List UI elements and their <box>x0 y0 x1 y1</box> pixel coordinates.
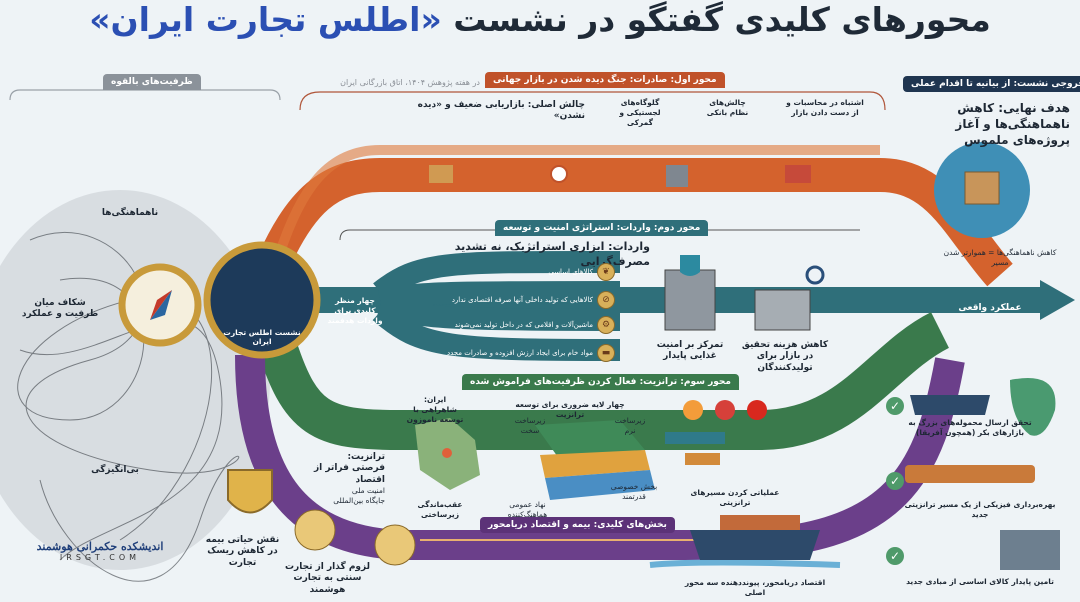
outcome-goal: هدف نهایی: کاهش ناهماهنگی‌ها و آغاز پروژ… <box>955 101 1070 148</box>
truck-icon <box>665 432 725 444</box>
wheat-icon: ❦ <box>597 263 615 281</box>
outcome-equation: کاهش ناهماهنگی‌ها = هموارتر شدن مسیر <box>943 248 1057 267</box>
cargo-ship-icon <box>690 530 820 560</box>
axis3-header: محور سوم: ترانزیت: فعال کردن ظرفیت‌های ف… <box>462 374 739 390</box>
check-icon: ✓ <box>886 545 904 565</box>
operational-routes: عملیاتی کردن مسیرهای ترانزیتی <box>690 488 780 507</box>
anchor-shield-icon <box>227 469 273 514</box>
shield-check-icon <box>680 255 700 276</box>
insurance-caption: نقش حیاتی بیمه در کاهش ریسک تجارت <box>205 535 280 568</box>
axis1-main-challenge: چالش اصلی: بازاریابی ضعیف و «دیده نشدن» <box>417 100 585 122</box>
layer-stack-icon <box>535 420 645 460</box>
prohibited-icon: ⊘ <box>597 291 615 309</box>
fog-cloud <box>0 190 270 570</box>
outcome-header: خروجی نشست: از بیانیه تا اقدام عملی <box>903 76 1080 92</box>
axis1-logistics: گلوگاه‌های لجستیکی و گمرکی <box>619 98 661 127</box>
factory-icon <box>754 289 811 331</box>
computer-icon <box>374 524 416 566</box>
axis1-banking: چالش‌های نظام بانکی <box>706 98 749 117</box>
transit-point-status: جایگاه بین‌المللی <box>333 495 385 505</box>
infrastructure-lag: عقب‌ماندگی زیرساختی <box>417 500 463 519</box>
summit-hall-icon <box>203 241 321 359</box>
label-demotivation: بی‌انگیزگی <box>91 465 139 475</box>
layer-hard: زیرساخت سخت <box>514 416 546 435</box>
result-transit-route: بهره‌برداری فیزیکی از یک مسیر ترانزیتی ج… <box>904 500 1056 519</box>
box-icon <box>964 171 1000 205</box>
maritime-caption: اقتصاد دریامحور، پیونددهنده سه محور اصلی <box>684 578 826 597</box>
transit-box: ترانزیت: فرصتی فراتر از اقتصاد امنیت ملی… <box>300 452 385 505</box>
axis1-miscalculation: اشتباه در محاسبات و از دست دادن بازار <box>786 98 864 117</box>
import-item-machinery: ⚙ماشین‌آلات و اقلامی که در داخل تولید نم… <box>430 316 615 334</box>
check-icon: ✓ <box>886 470 904 490</box>
import-item-raw: ▬مواد خام برای ایجاد ارزش افزوده و صادرا… <box>430 344 615 362</box>
hub-caption: نشست اطلس تجارت ایران <box>223 328 301 346</box>
logo-name: اندیشکده حکمرانی هوشمند <box>36 540 164 553</box>
fortress-caption: تمرکز بر امنیت غذایی پایدار <box>656 340 724 362</box>
vault-icon <box>665 165 688 187</box>
transit-band <box>255 312 950 450</box>
page-title: محورهای کلیدی گفتگو در نشست «اطلس تجارت … <box>89 0 991 39</box>
ship-icon <box>910 395 990 415</box>
layer-private: بخش خصوصی قدرتمند <box>610 482 658 501</box>
flag-india-icon <box>683 400 703 420</box>
document-icon <box>294 509 336 551</box>
smart-trade-caption: لزوم گذار از تجارت سنتی به تجارت هوشمند <box>284 562 370 595</box>
iran-caption: ایران: شاهراهی با توسعه ناموزون <box>406 395 464 424</box>
raw-material-icon: ▬ <box>597 344 615 362</box>
axis1-icons <box>380 165 860 187</box>
subtitle: در هفته پژوهش ۱۴۰۴، اتاق بازرگانی ایران <box>340 78 480 87</box>
check-icon: ✓ <box>886 395 904 415</box>
layers-title: چهار لایه ضروری برای توسعه ترانزیت <box>515 400 625 419</box>
transit-title: ترانزیت: <box>347 452 385 462</box>
layer-soft: زیرساخت نرم <box>614 416 646 435</box>
result-arrow <box>1040 280 1075 320</box>
axis2-subheading: واردات: ابزاری استراتژیک، نه تشدید مصرف‌… <box>454 240 650 268</box>
title-highlight: «اطلس تجارت ایران» <box>89 0 442 39</box>
africa-map-icon <box>1010 378 1056 436</box>
transit-point-security: امنیت ملی <box>351 485 385 495</box>
axis1-header: محور اول: صادرات: جنگ دیده شدن در بازار … <box>485 72 725 88</box>
market-stall-icon <box>785 165 812 183</box>
logo-url: IRSGT.COM <box>59 553 141 562</box>
conveyor-box-icon <box>428 165 453 183</box>
flag-china-icon <box>747 400 767 420</box>
import-item-uneconomic: ⊘کالاهایی که تولید داخلی آنها صرفه اقتصا… <box>430 291 615 309</box>
potential-capacity-header: ظرفیت‌های بالقوه <box>103 74 201 90</box>
warehouse-icon <box>1000 530 1060 570</box>
import-item-basic: ❦کالاهای اساسی <box>430 263 615 281</box>
label-misalignment: ناهماهنگی‌ها <box>101 208 159 218</box>
result-basic-goods: تامین پایدار کالای اساسی از مبادی جدید <box>906 577 1054 586</box>
factory-caption: کاهش هزینه تحقیق در بازار برای تولیدکنند… <box>741 340 829 373</box>
layer-public: نهاد عمومی هماهنگ‌کننده <box>507 500 548 519</box>
real-performance-label: عملکرد واقعی <box>958 303 1022 313</box>
train-icon <box>905 465 1035 483</box>
transit-sub: فرصتی فراتر از اقتصاد <box>313 463 385 485</box>
magnifier-icon <box>805 265 825 285</box>
axis2-header: محور دوم: واردات: استراتژی امنیت و توسعه <box>495 220 709 236</box>
gear-icon: ⚙ <box>597 316 615 334</box>
result-africa: تحقق ارسال محموله‌های بزرگ به بازارهای ب… <box>908 418 1032 437</box>
customs-clock-icon <box>550 165 569 183</box>
label-gap: شکاف میان ظرفیت و عملکرد <box>21 298 99 320</box>
logo: اندیشکده حکمرانی هوشمند IRSGT.COM <box>25 540 175 562</box>
fortress-icon <box>664 269 716 331</box>
axis2-lens: چهار منظر کلیدی برای واردات هدفمند <box>327 296 383 325</box>
axis4-header: بخش‌های کلیدی: بیمه و اقتصاد دریامحور <box>480 517 675 533</box>
flag-russia-icon <box>715 400 735 420</box>
